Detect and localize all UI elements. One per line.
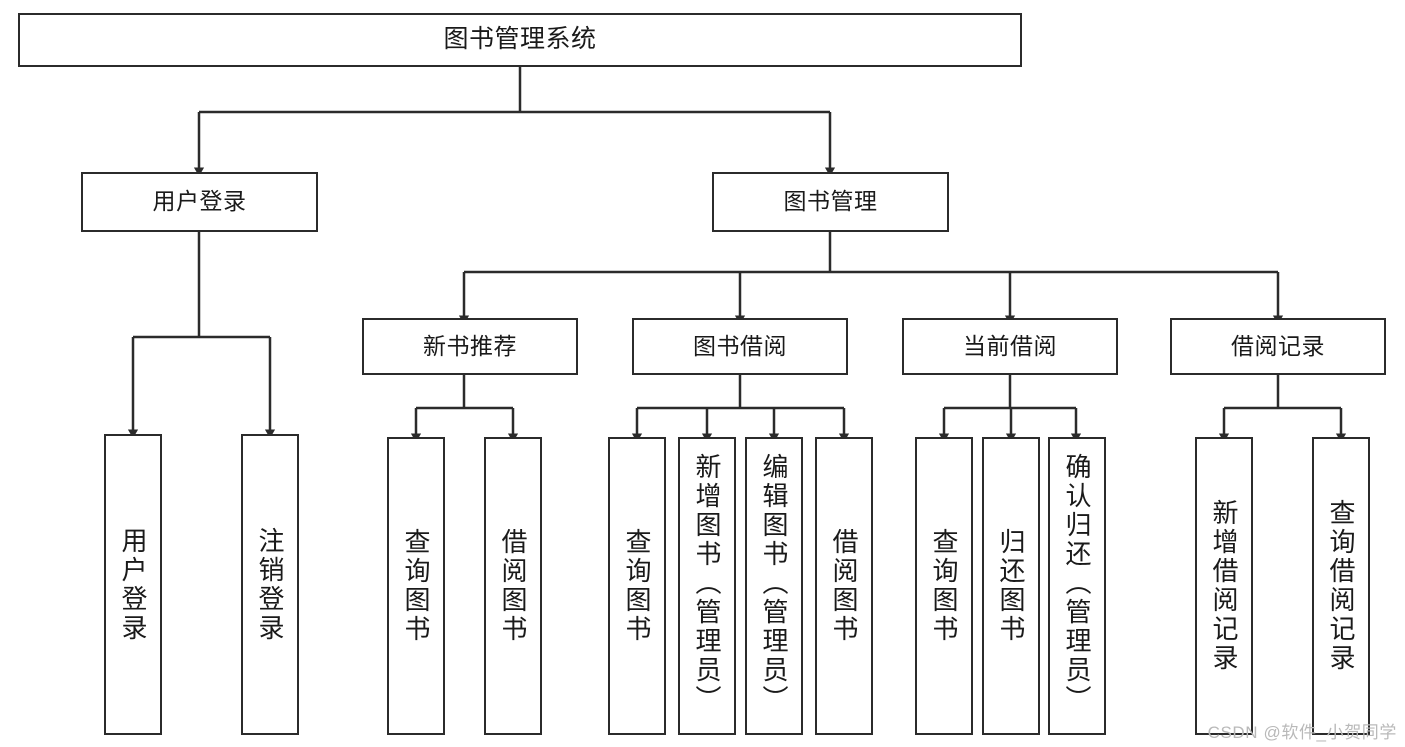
node-label: 查询图书 [622,528,652,644]
leaf-query-books-current[interactable]: 查询图书 [915,437,973,735]
leaf-add-borrow-record[interactable]: 新增借阅记录 [1195,437,1253,735]
node-label: 查询借阅记录 [1326,499,1356,673]
node-new-book-recommendation[interactable]: 新书推荐 [362,318,578,375]
node-label: 注销登录 [255,526,285,643]
node-current-borrowing[interactable]: 当前借阅 [902,318,1118,375]
node-label: 用户登录 [118,526,148,643]
node-label: 借阅图书 [498,528,528,644]
node-label: 图书借阅 [693,332,787,359]
leaf-borrow-books[interactable]: 借阅图书 [815,437,873,735]
leaf-query-borrow-record[interactable]: 查询借阅记录 [1312,437,1370,735]
node-label: 查询图书 [401,528,431,644]
leaf-confirm-return-admin[interactable]: 确认归还（管理员） [1048,437,1106,735]
leaf-return-books[interactable]: 归还图书 [982,437,1040,735]
node-label: 新增借阅记录 [1209,499,1239,673]
leaf-logout[interactable]: 注销登录 [241,434,299,735]
node-book-management[interactable]: 图书管理 [712,172,949,232]
node-user-login[interactable]: 用户登录 [81,172,318,232]
node-label: 图书管理系统 [443,25,597,54]
node-label: 当前借阅 [963,332,1057,359]
node-label: 借阅记录 [1231,332,1325,359]
node-label: 确认归还（管理员） [1062,453,1092,714]
node-label: 新书推荐 [423,332,517,359]
node-borrowing-records[interactable]: 借阅记录 [1170,318,1386,375]
node-label: 用户登录 [152,188,247,215]
node-root-book-management-system[interactable]: 图书管理系统 [18,13,1022,67]
node-label: 图书管理 [783,188,878,215]
leaf-borrow-books-new[interactable]: 借阅图书 [484,437,542,735]
leaf-edit-book-admin[interactable]: 编辑图书（管理员） [745,437,803,735]
node-label: 归还图书 [996,528,1026,644]
node-label: 查询图书 [929,528,959,644]
node-label: 新增图书（管理员） [692,453,722,714]
node-book-borrowing[interactable]: 图书借阅 [632,318,848,375]
node-label: 编辑图书（管理员） [759,453,789,714]
node-label: 借阅图书 [829,528,859,644]
leaf-query-books-new[interactable]: 查询图书 [387,437,445,735]
leaf-user-login[interactable]: 用户登录 [104,434,162,735]
leaf-add-book-admin[interactable]: 新增图书（管理员） [678,437,736,735]
csdn-watermark: CSDN @软件_小贺同学 [1207,723,1397,742]
leaf-query-books-borrow[interactable]: 查询图书 [608,437,666,735]
